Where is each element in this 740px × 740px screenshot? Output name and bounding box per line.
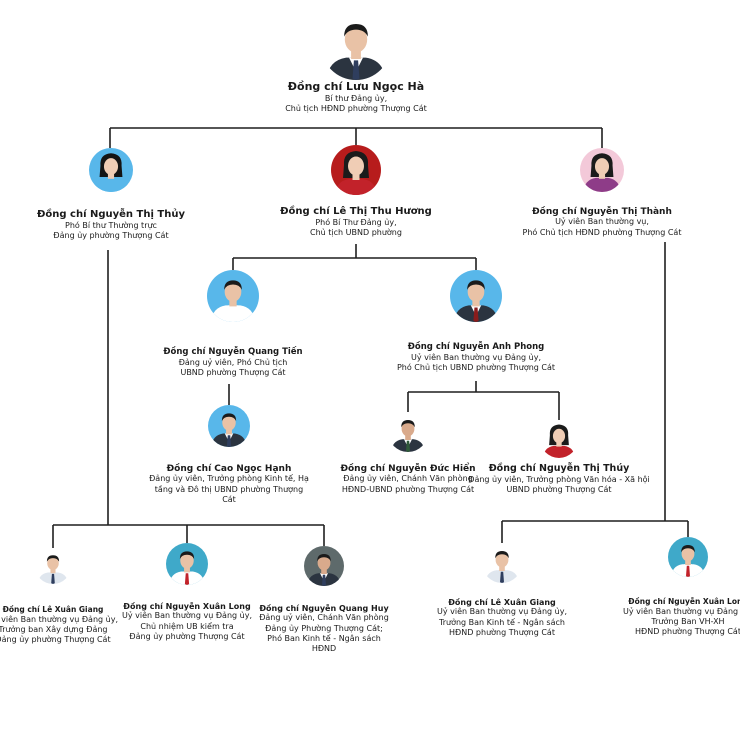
role-line: Phó Chủ tịch UBND phường Thượng Cát [396, 363, 556, 373]
person-name: Đồng chí Nguyễn Xuân Long [628, 597, 740, 606]
role-line: Đảng ủy phường Thượng Cát [129, 631, 245, 641]
person-name: Đồng chí Cao Ngọc Hạnh [166, 464, 292, 474]
portrait-woman-purple-icon [580, 148, 624, 192]
role-line: Đảng ủy Phường Thượng Cát; [265, 623, 383, 633]
role-line: Đảng ủy phường Thượng Cát [53, 230, 169, 240]
portrait-woman-red-icon [540, 420, 578, 458]
role-line: Uỷ viên Ban thường vụ, [555, 217, 649, 227]
person-name: Đồng chí Lưu Ngọc Hà [287, 80, 425, 93]
role-line: HĐND phường Thượng Cát [449, 627, 555, 637]
role-line: Đảng ủy viên, Chánh Văn phòng [343, 474, 473, 484]
role-line: HĐND phường Thượng Cát [635, 627, 740, 637]
role-line: Đảng ủy viên, Trưởng phòng Văn hóa - Xã … [468, 474, 650, 484]
role-line: Phó Ban Kinh tế - Ngân sách [267, 633, 381, 643]
portrait-man-red-tie-icon [166, 543, 208, 585]
role-line: Chủ nhiệm UB kiểm tra [140, 621, 234, 631]
role-line: Đảng uỷ viên, Chánh Văn phòng [259, 613, 389, 623]
role-line: Trưởng Ban Kinh tế - Ngân sách [439, 617, 565, 627]
person-name: Đồng chí Nguyễn Xuân Long [123, 602, 251, 611]
role-line: Đảng ủy viên, Trưởng phòng Kinh tế, Hạ [149, 474, 309, 484]
portrait-man-suit-icon [388, 412, 428, 452]
person-role: Uỷ viên Ban thường vụ Đảng ủy,Trưởng ban… [0, 615, 118, 646]
role-line: Phó Bí thư Thường trực [65, 220, 157, 230]
role-line: HĐND [311, 644, 337, 654]
person-name: Đồng chí Nguyễn Anh Phong [407, 342, 545, 352]
portrait-woman-red-icon [331, 145, 381, 195]
role-line: Phó Bí Thư Đảng ủy, [315, 217, 397, 227]
portrait-man-white-shirt-icon [207, 270, 259, 322]
role-line: Cát [222, 495, 236, 505]
person-role: Uỷ viên Ban thường vụ,Phó Chủ tịch HĐND … [523, 217, 682, 238]
role-line: HĐND-UBND phường Thượng Cát [341, 484, 475, 494]
person-role: Uỷ viên Ban thường vụ Đảng ủy,Phó Chủ tị… [397, 353, 555, 374]
role-line: UBND phường Thượng Cát [506, 485, 612, 495]
role-line: Uỷ viên Ban thường vụ Đảng ủy, [623, 606, 740, 616]
person-role: Uỷ viên Ban thường vụ Đảng ủy,Trưởng Ban… [437, 607, 567, 638]
role-line: Trưởng Ban VH-XH [651, 617, 725, 627]
person-name: Đồng chí Nguyễn Đức Hiển [340, 464, 476, 474]
role-line: Uỷ viên Ban thường vụ Đảng ủy, [411, 352, 541, 362]
role-line: Chủ tịch HĐND phường Thượng Cát [285, 104, 427, 114]
role-line: UBND phường Thượng Cát [180, 368, 286, 378]
person-role: Uỷ viên Ban thường vụ Đảng ủy,Chủ nhiệm … [122, 611, 252, 642]
role-line: Uỷ viên Ban thường vụ Đảng ủy, [122, 611, 252, 621]
person-name: Đồng chí Lê Xuân Giang [2, 605, 104, 614]
portrait-man-red-tie-icon [668, 537, 708, 577]
role-line: Đảng uỷ viên, Phó Chủ tịch [178, 357, 288, 367]
portrait-man-suit-icon [321, 10, 391, 80]
person-name: Đồng chí Lê Xuân Giang [448, 598, 556, 607]
person-name: Đồng chí Lê Thị Thu Hương [280, 206, 432, 217]
role-line: Trưởng ban Xây dựng Đảng [0, 625, 108, 635]
portrait-man-suit-icon [450, 270, 502, 322]
role-line: Uỷ viên Ban thường vụ Đảng ủy, [437, 607, 567, 617]
person-role: Phó Bí Thư Đảng ủy,Chủ tịch UBND phường [280, 218, 432, 239]
role-line: Chủ tịch UBND phường [310, 227, 402, 237]
role-line: tầng và Đô thị UBND phường Thượng [154, 484, 304, 494]
person-name: Đồng chí Nguyễn Thị Thủy [37, 209, 185, 220]
person-name: Đồng chí Nguyễn Thị Thành [532, 207, 672, 217]
role-line: Phó Chủ tịch HĐND phường Thượng Cát [522, 227, 682, 237]
person-name: Đồng chí Nguyễn Quang Tiến [163, 347, 303, 357]
person-role: Uỷ viên Ban thường vụ Đảng ủy,Trưởng Ban… [623, 607, 740, 638]
portrait-man-suit-icon [304, 546, 344, 586]
portrait-man-suit-icon [35, 548, 71, 584]
role-line: Đảng ủy phường Thượng Cát [0, 635, 111, 645]
person-name: Đồng chí Nguyễn Quang Huy [259, 604, 389, 613]
role-line: Bí thư Đảng ủy, [324, 93, 388, 103]
portrait-man-suit-icon [482, 543, 522, 583]
person-role: Bí thư Đảng ủy,Chủ tịch HĐND phường Thượ… [285, 94, 427, 115]
portrait-man-glasses-icon [208, 405, 250, 447]
portrait-woman-blue-icon [89, 148, 133, 192]
person-role: Đảng ủy viên, Trưởng phòng Văn hóa - Xã … [468, 475, 650, 496]
role-line: Uỷ viên Ban thường vụ Đảng ủy, [0, 614, 118, 624]
person-name: Đồng chí Nguyễn Thị Thúy [488, 463, 630, 474]
